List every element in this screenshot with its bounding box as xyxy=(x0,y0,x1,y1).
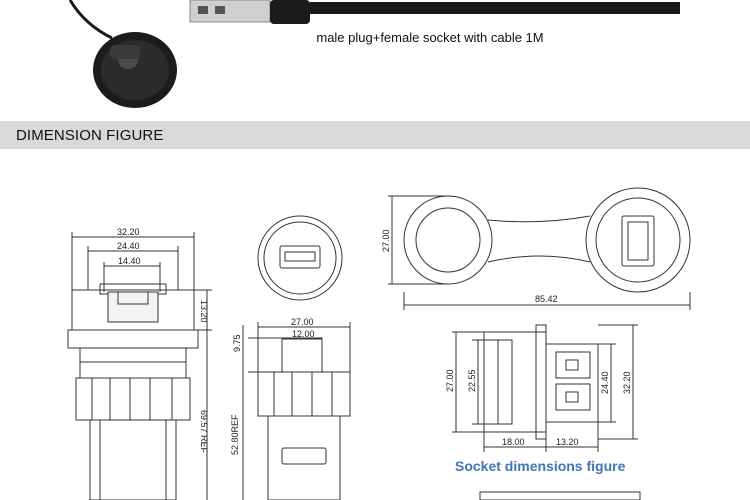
dust-cap xyxy=(93,32,177,108)
dim-13-20-bottom: 13.20 xyxy=(556,437,579,447)
dim-24-40-socket: 24.40 xyxy=(600,371,610,394)
socket-dimensions-caption: Socket dimensions figure xyxy=(455,458,626,474)
dim-32-20-socket: 32.20 xyxy=(622,371,632,394)
dim-12-00: 12.00 xyxy=(292,329,315,339)
product-caption: male plug+female socket with cable 1M xyxy=(316,30,544,45)
dim-85-42: 85.42 xyxy=(535,294,558,304)
section-header: DIMENSION FIGURE xyxy=(0,121,750,149)
dim-27-00-mid: 27.00 xyxy=(291,317,314,327)
socket-cap-top-view xyxy=(388,187,691,310)
dim-13-20-side: 13.20 xyxy=(199,300,209,323)
dim-22-55: 22.55 xyxy=(467,369,477,392)
usb-plug xyxy=(189,0,310,24)
dim-14-40: 14.40 xyxy=(118,256,141,266)
socket-side-view xyxy=(452,324,638,452)
dim-18-00: 18.00 xyxy=(502,437,525,447)
section-title: DIMENSION FIGURE xyxy=(16,127,164,144)
dim-52-80: 52.80REF xyxy=(230,414,240,455)
dim-24-40-top: 24.40 xyxy=(117,241,140,251)
dim-27-00-right: 27.00 xyxy=(381,229,391,252)
dim-9-75: 9.75 xyxy=(232,334,242,352)
plug-front-view xyxy=(257,215,343,301)
plug-side-view xyxy=(67,232,212,500)
plug-middle-side-view xyxy=(242,322,351,500)
product-photo xyxy=(68,0,680,108)
dim-69-57: 69.57 REF xyxy=(199,410,209,454)
dim-27-00-socket: 27.00 xyxy=(445,369,455,392)
dim-32-20-top: 32.20 xyxy=(117,227,140,237)
